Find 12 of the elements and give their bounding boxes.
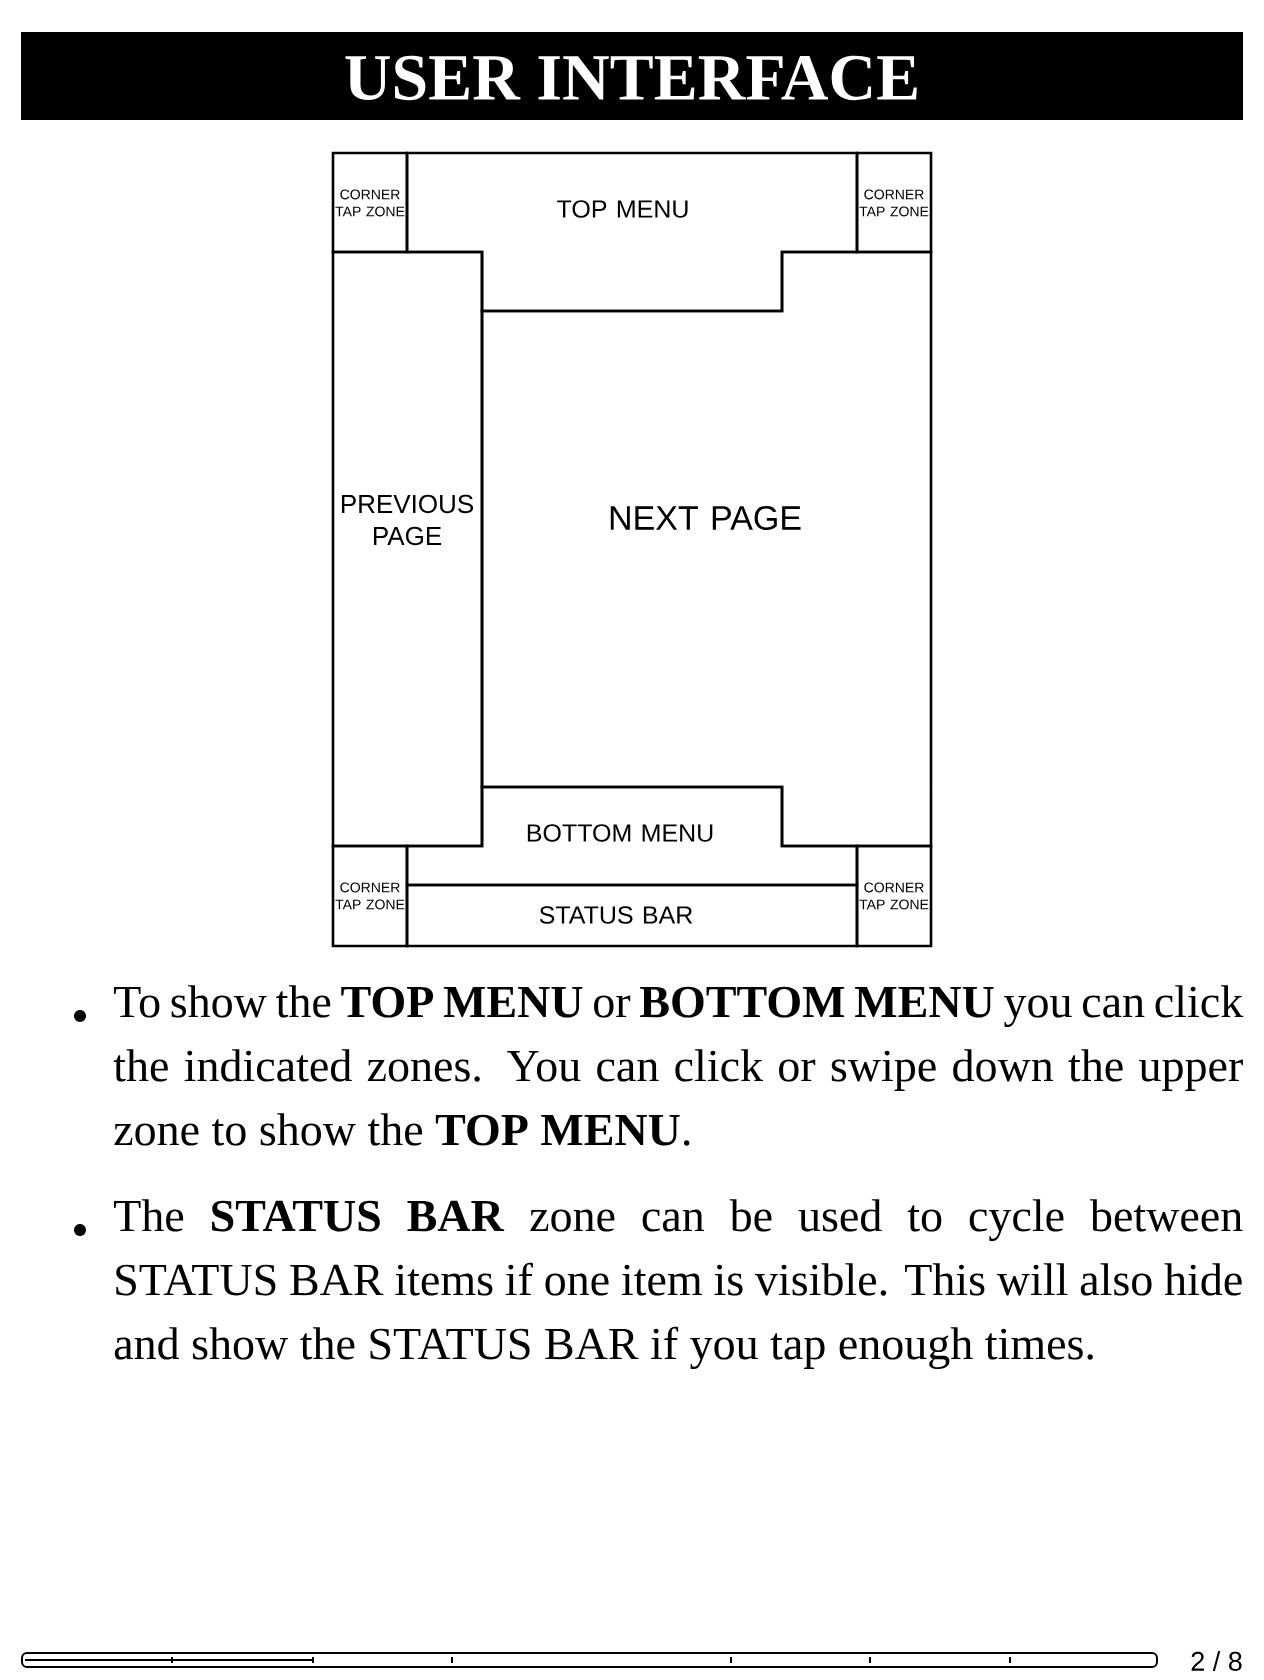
- corner-zone: CORNER TAP ZONE: [855, 151, 933, 254]
- menu-zone: BOTTOM MENU: [405, 785, 859, 887]
- bullet-text: To show the TOP MENU or BOTTOM MENU you can click the indicated zones. You can click or swipe down the upper zone to show the TOP MENU.: [113, 985, 1244, 1146]
- page-zone: PREVIOUS PAGE: [331, 250, 484, 848]
- title-banner: USER INTERFACE: [21, 32, 1243, 120]
- menu-zone: TOP MENU: [405, 151, 859, 313]
- page-number: 2 / 8: [1191, 1651, 1242, 1671]
- corner-zone: CORNER TAP ZONE: [855, 844, 933, 948]
- corner-zone: CORNER TAP ZONE: [331, 844, 409, 948]
- status-bar-zone: STATUS BAR: [405, 883, 859, 948]
- bullet-text: The STATUS BAR zone can be used to cycle between STATUS BAR items if one item is visible. This will also hide and show the STATUS BAR if you tap enough times.: [114, 1199, 1243, 1370]
- corner-zone: CORNER TAP ZONE: [331, 151, 409, 254]
